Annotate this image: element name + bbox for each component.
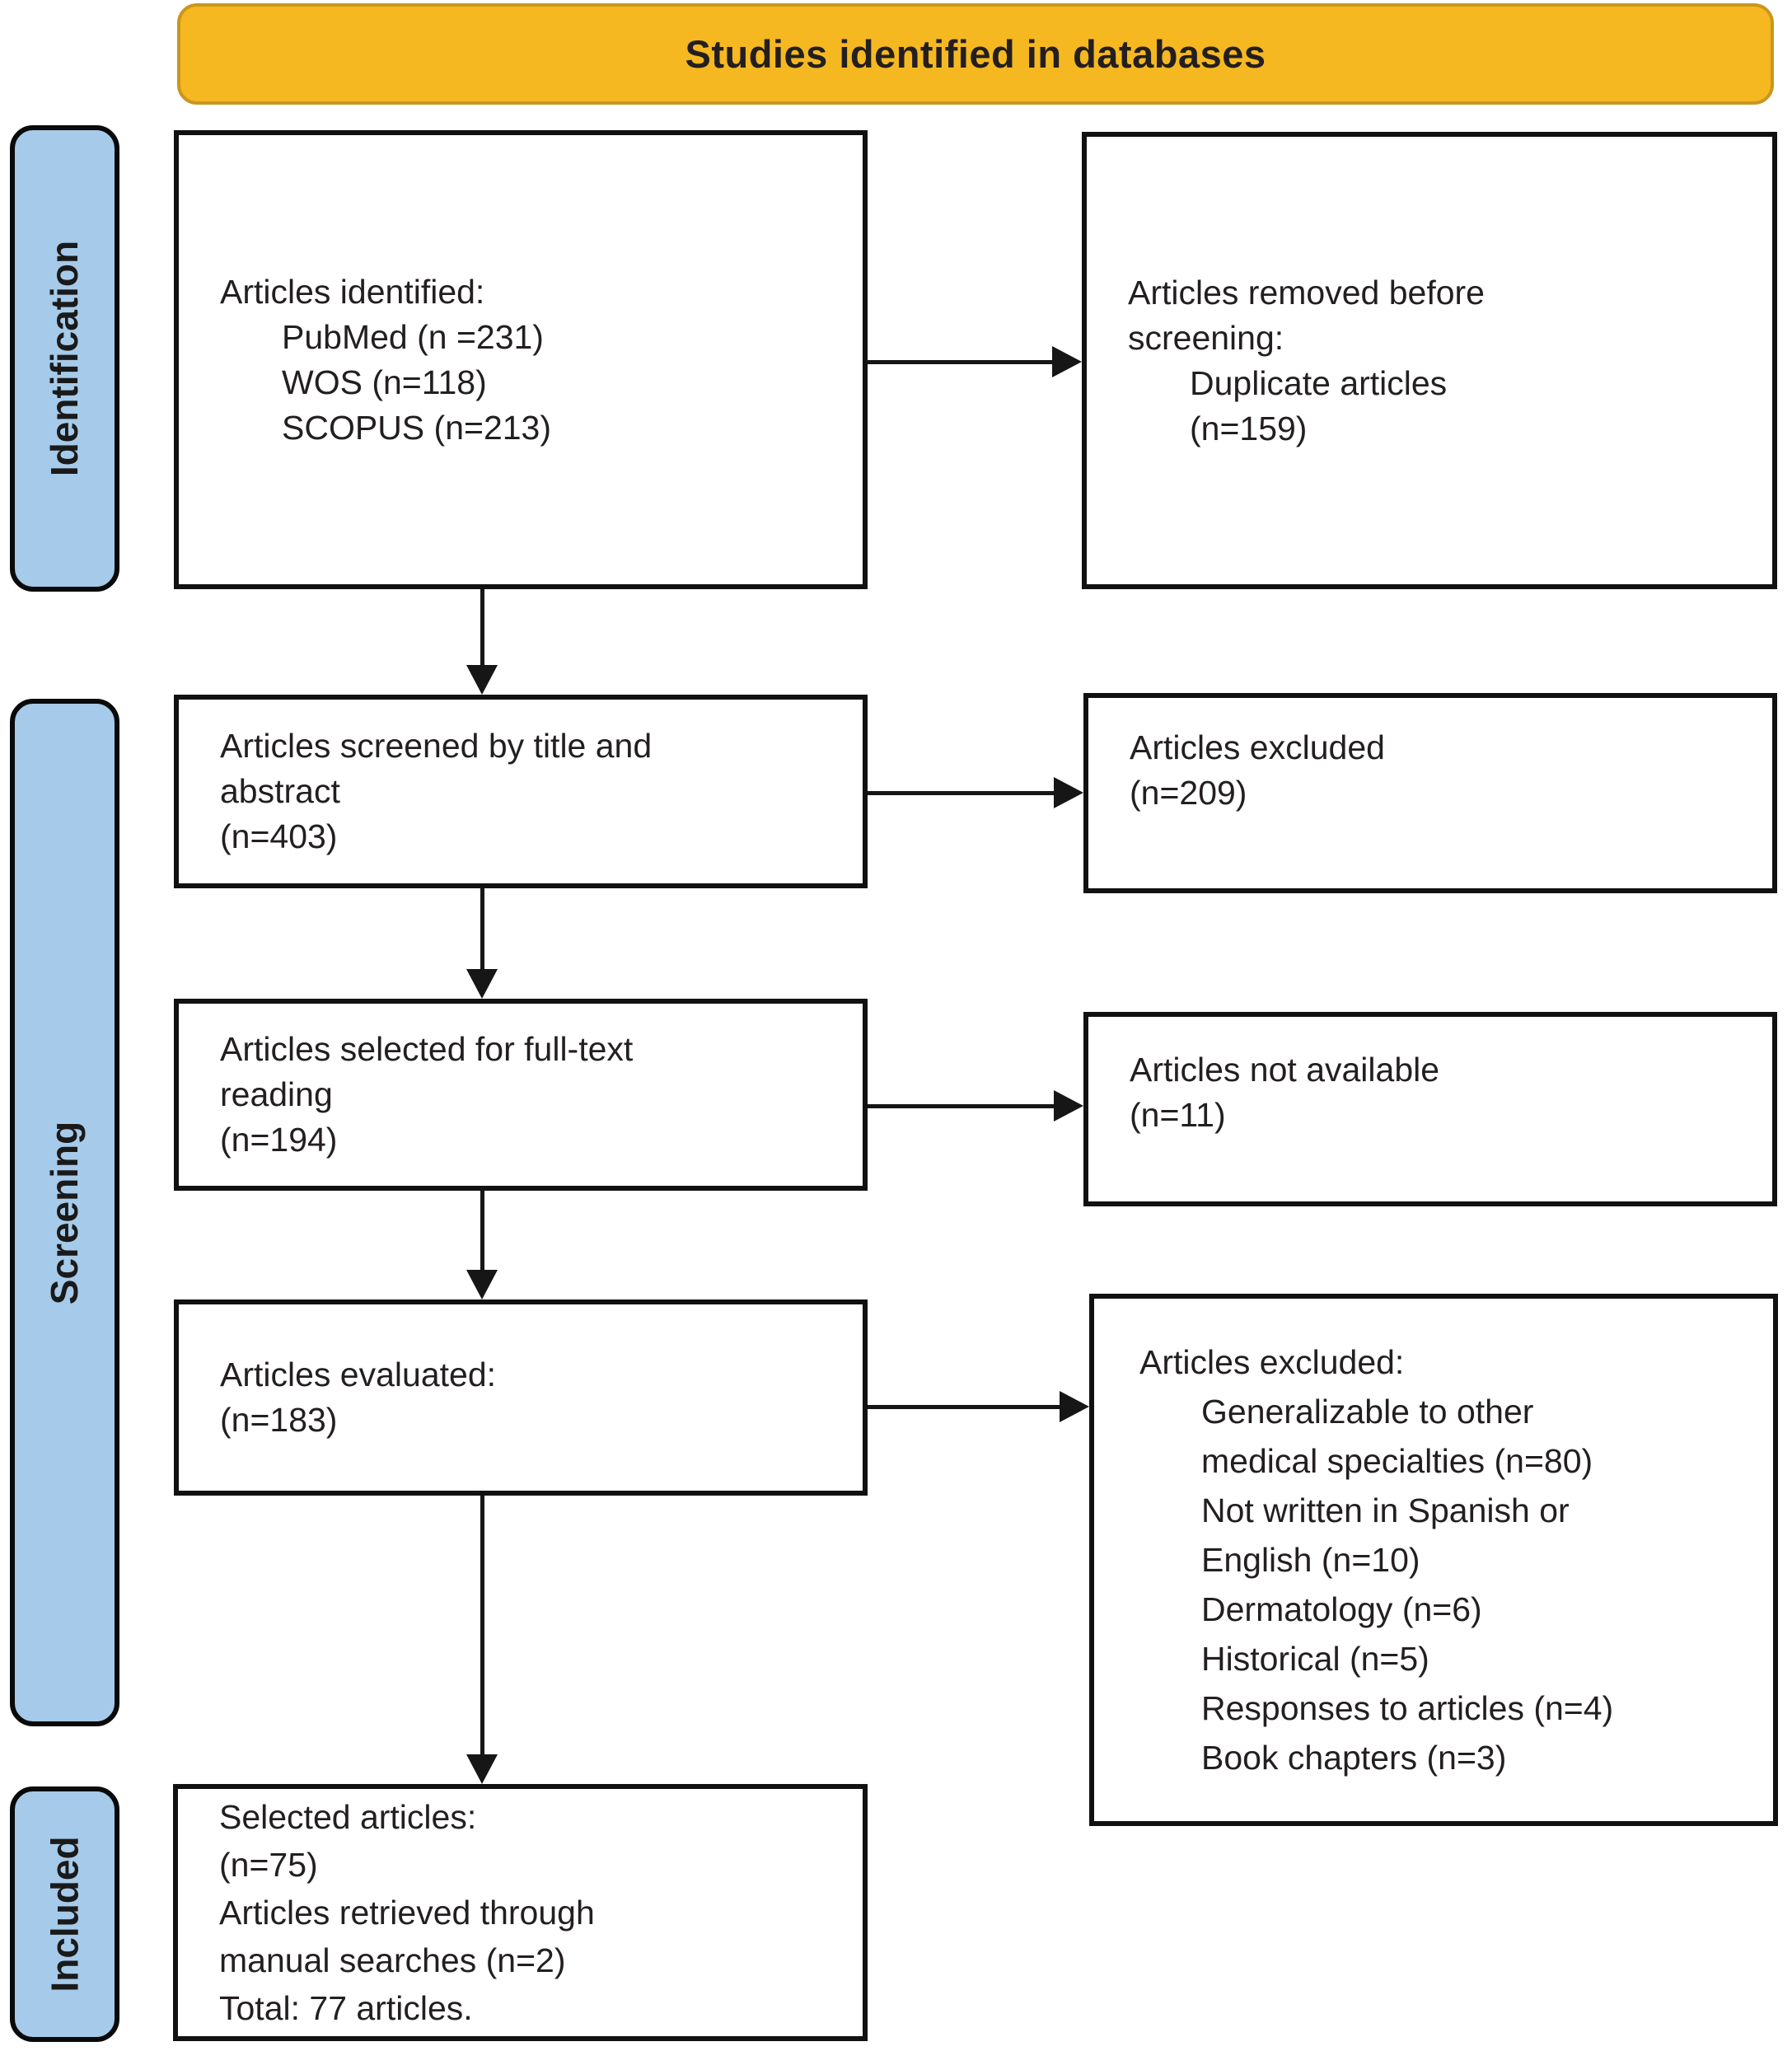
box-text-line: Historical (n=5) [1201,1640,1429,1678]
box-articles-removed-before-screening: Articles removed before screening: Dupli… [1082,132,1777,589]
sidebar-stage-identification: Identification [10,125,119,592]
arrow-shaft [480,1191,484,1271]
box-text-line: (n=209) [1130,774,1247,812]
arrow-shaft [868,1405,1061,1409]
arrow-head-icon [466,969,498,999]
box-articles-selected-fulltext: Articles selected for full-text reading … [174,999,868,1191]
box-text-line: (n=403) [220,817,338,855]
arrow-identified-to-removed [868,344,1082,380]
box-text-line: reading [220,1075,333,1113]
arrow-shaft [480,888,484,971]
box-text-line: Articles excluded: [1139,1343,1405,1381]
box-articles-evaluated: Articles evaluated: (n=183) [174,1299,868,1496]
stage-label: Screening [43,1121,87,1304]
arrow-fulltext-to-notavailable [868,1088,1083,1124]
box-articles-identified: Articles identified: PubMed (n =231) WOS… [174,130,868,589]
box-text-line: Generalizable to other [1201,1393,1534,1431]
box-text-line: English (n=10) [1201,1541,1420,1579]
box-text-line: (n=194) [220,1121,338,1159]
arrow-screened-to-fulltext [464,888,500,999]
box-text-line: Articles not available [1130,1051,1440,1089]
box-text-line: Articles evaluated: [220,1356,497,1393]
box-text-line: (n=75) [219,1846,318,1884]
box-articles-not-available: Articles not available (n=11) [1083,1012,1777,1206]
box-text-line: Responses to articles (n=4) [1201,1689,1614,1727]
box-text-line: Articles excluded [1130,728,1385,766]
header-title: Studies identified in databases [685,32,1266,76]
arrow-identified-to-screened [464,589,500,695]
box-text-line: Articles selected for full-text [220,1030,634,1068]
arrow-head-icon [466,1270,498,1299]
sidebar-stage-included: Included [10,1786,119,2042]
arrow-head-icon [466,665,498,695]
box-articles-excluded-reasons: Articles excluded: Generalizable to othe… [1089,1294,1778,1826]
box-text-line: screening: [1128,318,1284,357]
arrow-evaluated-to-excluded-reasons [868,1388,1089,1425]
sidebar-stage-screening: Screening [10,699,119,1726]
arrow-shaft [480,1496,484,1756]
box-text-line: Total: 77 articles. [219,1989,473,2027]
stage-label: Included [43,1836,87,1992]
arrow-head-icon [1054,777,1083,808]
box-text-line: (n=183) [220,1401,338,1439]
arrow-evaluated-to-selected [464,1496,500,1784]
box-text-line: abstract [220,772,340,810]
arrow-head-icon [466,1754,498,1784]
arrow-head-icon [1060,1391,1089,1422]
box-text-line: (n=11) [1130,1096,1226,1134]
box-text-line: Book chapters (n=3) [1201,1739,1507,1777]
arrow-shaft [868,791,1055,795]
arrow-head-icon [1054,1090,1083,1121]
arrow-shaft [868,1104,1055,1108]
box-selected-articles: Selected articles: (n=75) Articles retri… [173,1784,868,2041]
box-text-line: medical specialties (n=80) [1201,1442,1593,1480]
box-text-line: Articles identified: [220,272,485,311]
box-text-line: Duplicate articles [1190,363,1448,402]
box-text-line: Dermatology (n=6) [1201,1590,1482,1628]
box-text-line: Articles retrieved through [219,1894,595,1932]
arrow-shaft [480,589,484,667]
arrow-shaft [868,360,1054,364]
stage-label: Identification [43,240,87,477]
box-text-line: WOS (n=118) [282,363,487,401]
box-text-line: PubMed (n =231) [282,317,544,356]
arrow-screened-to-excluded [868,775,1083,811]
box-text-line: SCOPUS (n=213) [282,408,551,447]
box-articles-screened: Articles screened by title and abstract … [174,695,868,888]
box-text-line: manual searches (n=2) [219,1941,566,1979]
box-articles-excluded-screening: Articles excluded (n=209) [1083,693,1777,893]
box-text-line: Articles removed before [1128,273,1485,311]
box-text-line: Selected articles: [219,1798,477,1836]
arrow-fulltext-to-evaluated [464,1191,500,1299]
arrow-head-icon [1052,346,1082,377]
box-text-line: Not written in Spanish or [1201,1491,1570,1529]
box-text-line: (n=159) [1190,409,1308,447]
header-banner: Studies identified in databases [177,3,1774,105]
box-text-line: Articles screened by title and [220,727,653,765]
